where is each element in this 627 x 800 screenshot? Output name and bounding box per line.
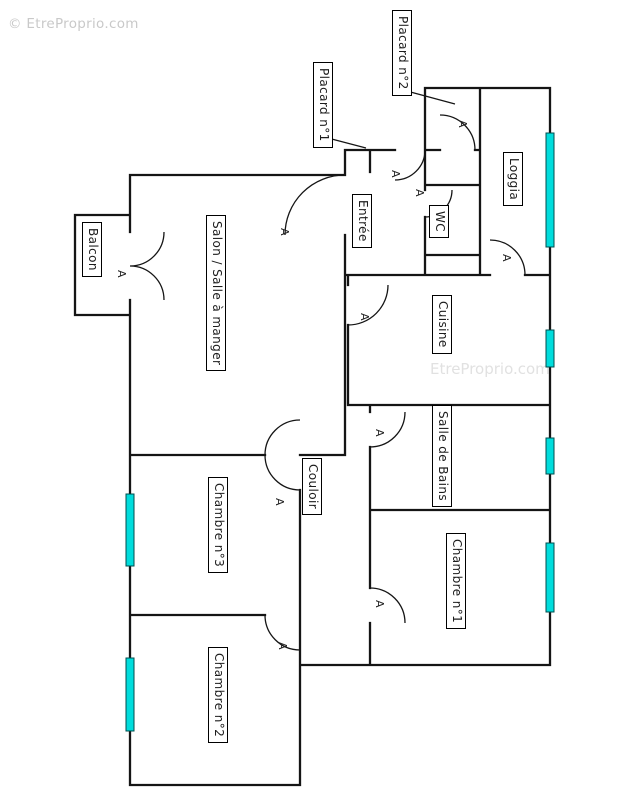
watermark-top-left: © EtreProprio.com <box>8 16 139 32</box>
window-marker <box>125 657 135 732</box>
room-label-cuisine: Cuisine <box>432 295 452 354</box>
door-marker-balcon: A <box>115 270 128 278</box>
room-label-placard-2: Placard n°2 <box>392 10 412 96</box>
room-label-couloir: Couloir <box>302 458 322 516</box>
leader-lines <box>323 89 456 149</box>
room-label-loggia: Loggia <box>503 152 523 207</box>
room-label-balcon: Balcon <box>82 222 102 277</box>
window-marker <box>545 437 555 475</box>
room-label-wc: WC <box>429 205 449 239</box>
window-marker <box>125 493 135 567</box>
room-label-salle-de-bains: Salle de Bains <box>432 405 452 508</box>
room-label-chambre-1: Chambre n°1 <box>446 533 466 630</box>
watermark-center: EtreProprio.com <box>430 360 550 378</box>
window-marker <box>545 132 555 248</box>
room-label-chambre-3: Chambre n°3 <box>208 477 228 574</box>
door-marker-salon: A <box>278 228 291 236</box>
door-marker-entree: A <box>389 170 402 178</box>
room-label-salon: Salon / Salle à manger <box>206 215 226 372</box>
door-marker-chambre-3: A <box>273 498 286 506</box>
door-marker-salle-de-bains: A <box>373 429 386 437</box>
door-marker-chambre-1: A <box>373 600 386 608</box>
door-marker-cuisine: A <box>358 313 371 321</box>
door-marker-loggia: A <box>500 254 513 262</box>
door-marker-wc: A <box>413 189 426 197</box>
room-label-entree: Entrée <box>352 194 372 248</box>
door-marker-chambre-2: A <box>276 642 289 650</box>
walls <box>73 86 552 787</box>
window-marker <box>545 542 555 613</box>
room-label-chambre-2: Chambre n°2 <box>208 647 228 744</box>
room-label-placard-1: Placard n°1 <box>313 62 333 148</box>
window-marker <box>545 329 555 368</box>
door-marker-placard-2: A <box>456 120 469 128</box>
